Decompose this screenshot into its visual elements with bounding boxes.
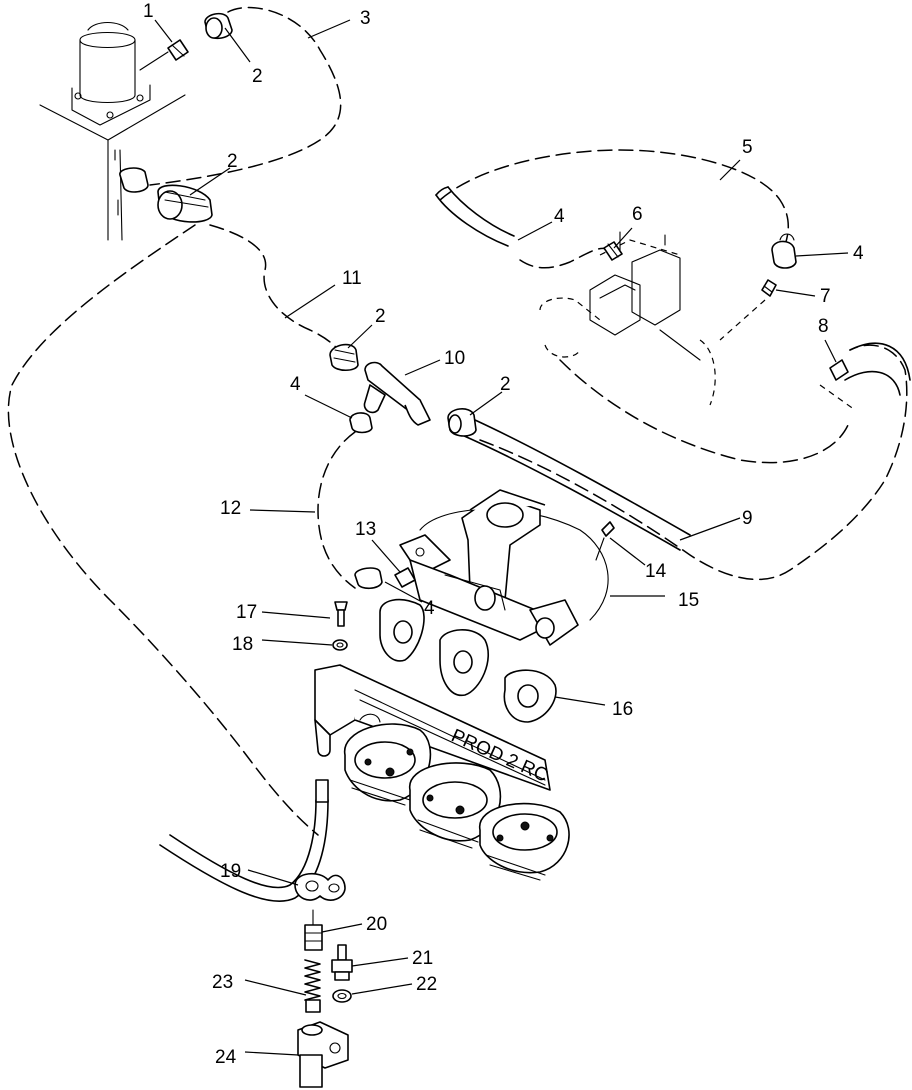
callout-14: 14 [645,561,667,582]
callout-2d: 2 [500,374,511,395]
gasket-19 [294,872,346,901]
hose-4-upper [435,186,515,247]
callout-4d: 4 [424,598,435,619]
hose-12-large-loop [7,224,319,836]
fitting-6 [603,241,623,261]
callout-labels: 1 2 3 2 5 4 6 4 7 8 11 2 10 4 2 12 9 13 … [143,1,864,1068]
callout-6: 6 [632,204,643,225]
fitting-7 [719,279,777,341]
valve-20 [304,909,323,951]
callout-13: 13 [355,519,376,540]
callout-11: 11 [342,268,362,289]
manifold-15 [399,489,609,646]
callout-17: 17 [236,602,257,623]
hose-3 [149,6,342,186]
washer-18 [332,639,348,651]
callout-2c: 2 [375,306,386,327]
callout-24: 24 [215,1047,237,1068]
fitting-1 [139,39,189,71]
hose-lower-return [159,799,329,902]
clamp-2-tee-right [447,408,477,437]
clamp-2-middle [119,167,213,223]
callout-2a: 2 [252,66,263,87]
hose-11 [209,224,341,353]
callout-5: 5 [742,137,753,158]
washer-22 [332,989,352,1003]
callout-16: 16 [612,699,633,720]
screw-13 [354,567,416,590]
callout-15: 15 [678,590,699,611]
hose-12 [317,431,356,589]
leader-lines [154,19,849,1056]
callout-4c: 4 [290,374,301,395]
carburetor-assembly [539,231,716,406]
callout-10: 10 [444,348,465,369]
hose-9-solid [461,419,691,551]
hose-rear-loop [844,342,911,396]
callout-12: 12 [220,498,241,519]
callout-8: 8 [818,316,829,337]
callout-2b: 2 [227,151,238,172]
hose-end-4-left [349,412,373,434]
spring-23 [304,959,321,1013]
callout-7: 7 [820,286,831,307]
bolt-17 [334,601,348,627]
gasket-16-middle [439,629,490,696]
callout-4b: 4 [853,243,864,264]
callout-4a: 4 [554,206,565,227]
clamp-2-top [204,12,233,40]
callout-18: 18 [232,634,253,655]
tee-fitting-10 [363,361,431,426]
screw-14 [595,521,615,561]
hose-9 [479,344,908,581]
gasket-16-left [379,598,425,662]
hose-outlet-loop [559,359,851,464]
valve-housing-24 [297,1021,349,1088]
callout-3: 3 [360,8,371,29]
clamp-2-tee-left [329,343,359,372]
cylinder-head-1 [344,723,432,806]
gasket-16-right [503,669,557,723]
callout-19: 19 [220,861,241,882]
callout-20: 20 [366,914,387,935]
fitting-8 [819,359,856,411]
cylinder-head-2 [409,762,502,849]
fitting-4-right [771,233,797,269]
callout-21: 21 [412,948,433,969]
callout-1: 1 [143,1,154,22]
hose-5 [439,149,790,269]
fitting-21 [331,944,353,981]
cylinder-head-3 [479,802,570,881]
oil-tank [39,21,186,241]
callout-9: 9 [742,508,753,529]
callout-23: 23 [212,972,233,993]
fuel-rail [314,664,551,803]
callout-22: 22 [416,974,437,995]
